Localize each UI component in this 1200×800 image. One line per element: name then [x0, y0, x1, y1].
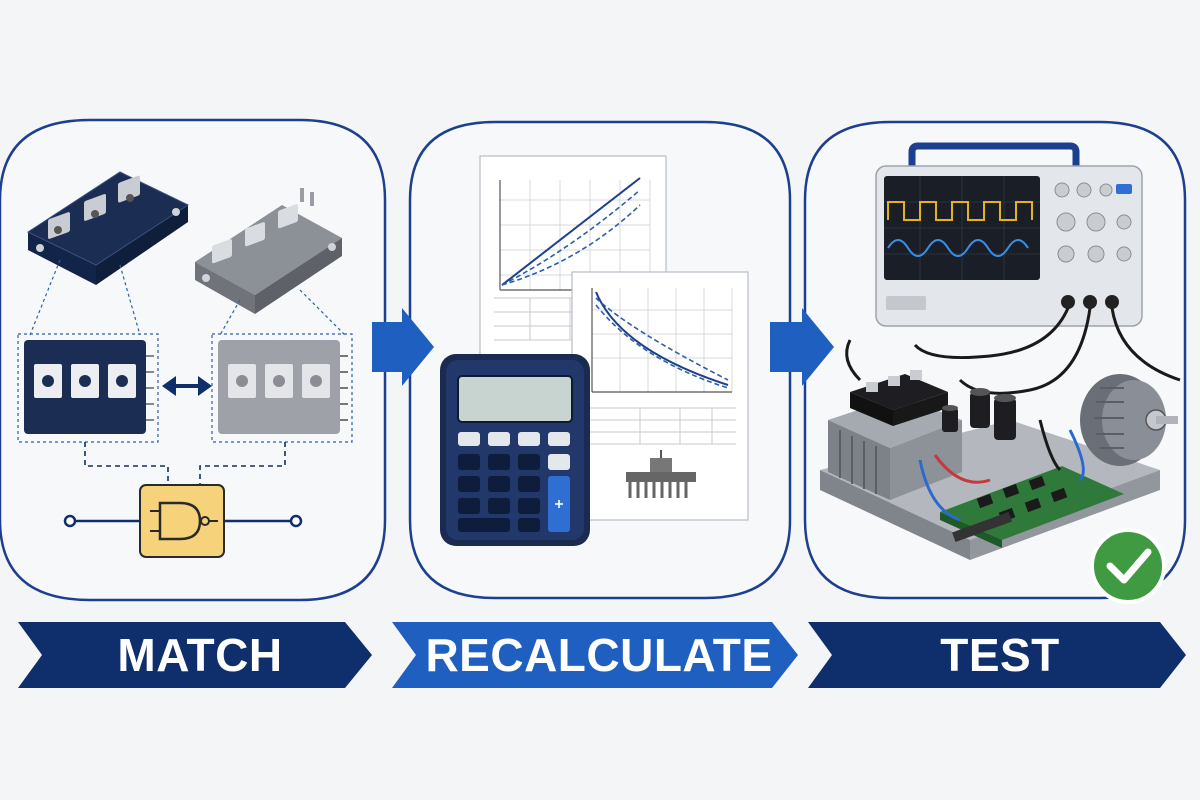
- swap-arrow-icon: [162, 376, 212, 396]
- and-gate-icon: [63, 484, 303, 558]
- heatsink-icon: [626, 450, 696, 498]
- motor-icon: [1080, 374, 1178, 466]
- igbt-module-icon: [195, 188, 342, 314]
- arrow-icon: [770, 308, 834, 386]
- graph-sheet-icon: [571, 271, 749, 521]
- arrow-icon: [372, 308, 434, 386]
- circuit-board-icon: [940, 466, 1124, 548]
- capacitor: [942, 388, 1016, 440]
- checkmark-icon: [1090, 528, 1166, 604]
- recalculate-banner: [392, 622, 798, 688]
- module-top-view-grey: [211, 333, 353, 443]
- test-banner: [808, 622, 1186, 688]
- calculator-icon: [440, 354, 590, 546]
- match-banner: [18, 622, 372, 688]
- igbt-module-icon: [26, 171, 190, 285]
- igbt-module-icon: [828, 370, 962, 500]
- module-top-view-dark: [17, 333, 159, 443]
- oscilloscope-icon: [875, 142, 1143, 327]
